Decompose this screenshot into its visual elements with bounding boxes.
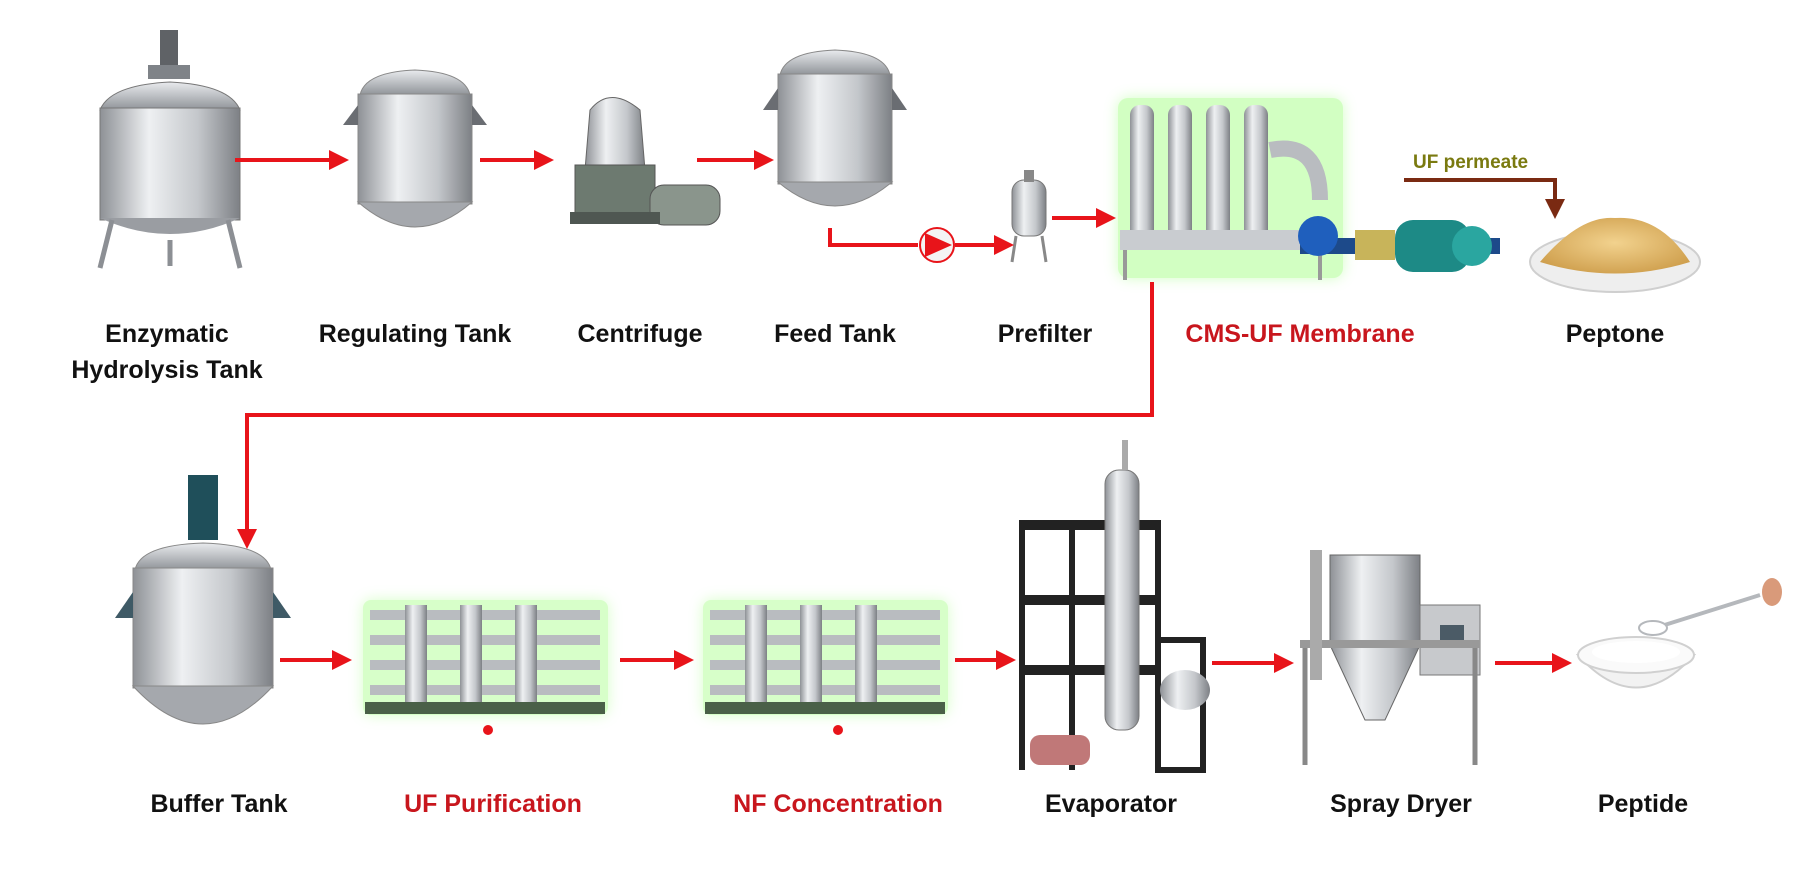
arrow-membrane-to-buffer — [237, 282, 1154, 549]
peptone-label: Peptone — [1565, 320, 1665, 348]
centrifuge-icon — [570, 97, 721, 226]
buffer-tank-icon — [115, 475, 291, 725]
enzymatic-hydrolysis-tank-icon — [97, 30, 243, 269]
top-flow-arrows — [235, 150, 1154, 549]
uf-permeate-label: UF permeate — [1413, 152, 1529, 173]
uf-purification-skid-icon — [363, 600, 608, 735]
peptone-icon — [1529, 217, 1701, 293]
regulating-tank-icon — [343, 69, 487, 228]
peptide-icon — [1575, 578, 1782, 689]
evaporator-label: Evaporator — [1045, 790, 1177, 818]
evaporator-icon — [1019, 440, 1210, 773]
peptide-label: Peptide — [1597, 790, 1689, 818]
cms-uf-membrane-icon — [1118, 98, 1500, 280]
centrifuge-label: Centrifuge — [577, 320, 703, 348]
arrow-feed-to-pump — [828, 228, 918, 247]
pump-icon — [919, 227, 955, 263]
regulating-tank-label: Regulating Tank — [318, 320, 512, 348]
nf-concentration-skid-icon — [703, 600, 948, 735]
arrow-uf-permeate — [1404, 178, 1565, 219]
feed-tank-label: Feed Tank — [774, 320, 896, 348]
prefilter-icon — [1010, 170, 1048, 263]
uf-purification-label: UF Purification — [404, 790, 582, 818]
cms-uf-membrane-label: CMS-UF Membrane — [1185, 320, 1415, 348]
spray-dryer-icon — [1300, 550, 1481, 765]
buffer-tank-label: Buffer Tank — [150, 790, 288, 818]
nf-concentration-label: NF Concentration — [733, 790, 943, 818]
feed-tank-icon — [763, 49, 907, 207]
bottom-flow-arrows — [280, 650, 1572, 673]
spray-dryer-label: Spray Dryer — [1330, 790, 1472, 818]
enzymatic-hydrolysis-tank-label: Enzymatic Hydrolysis Tank — [71, 320, 263, 384]
prefilter-label: Prefilter — [997, 320, 1093, 348]
